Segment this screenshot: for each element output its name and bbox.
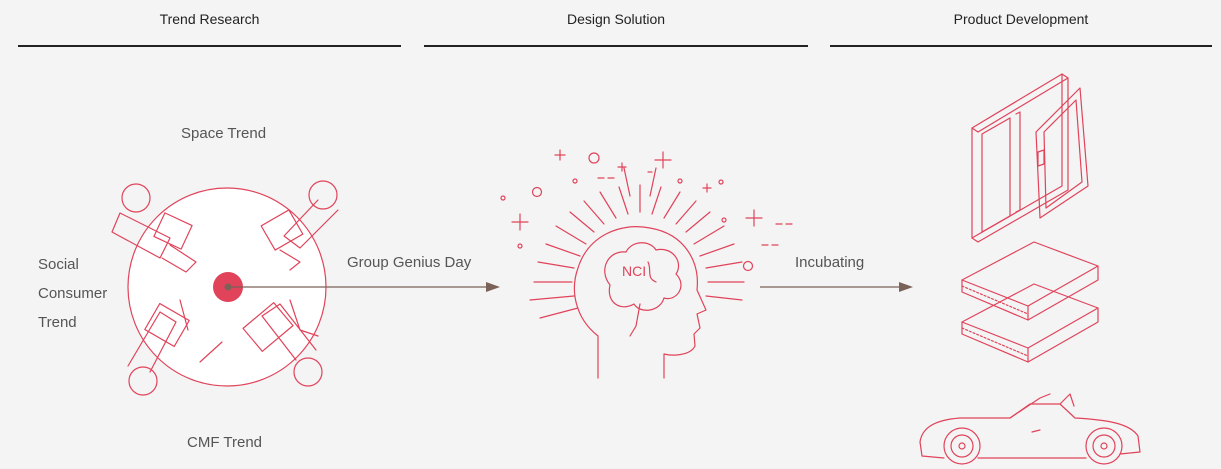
space-trend-label: Space Trend (181, 125, 267, 142)
label-line: Consumer (38, 285, 108, 302)
stage-rule (830, 45, 1212, 47)
group-genius-arrow (224, 282, 500, 292)
person-icon (127, 299, 190, 396)
nci-label: NCI (622, 263, 647, 279)
stage-design-solution: Design Solution (424, 0, 808, 48)
stage-title: Product Development (953, 11, 1089, 27)
idea-rays (529, 167, 745, 319)
social-consumer-trend-label: Social Consumer Trend (38, 250, 107, 337)
stage-product-development: Product Development (830, 0, 1212, 48)
stage-rule (424, 45, 808, 47)
label-line: Social (38, 256, 79, 273)
sparkle-icons (500, 149, 793, 272)
incubating-label: Incubating (795, 254, 865, 271)
pen-icon (199, 341, 223, 363)
stage-title: Design Solution (566, 11, 666, 27)
incubating-arrow (760, 282, 913, 292)
label-line: Trend (38, 314, 77, 331)
stage-title: Trend Research (159, 11, 260, 27)
person-icon (242, 299, 323, 387)
head-brain-illustration (500, 149, 793, 379)
group-genius-day-label: Group Genius Day (347, 254, 472, 271)
stage-rule (18, 45, 401, 47)
cmf-trend-label: CMF Trend (187, 434, 263, 451)
person-icon (260, 180, 339, 271)
person-icon (111, 183, 197, 273)
stage-trend-research: Trend Research (18, 0, 401, 48)
panel-boards-icon (961, 241, 1099, 363)
car-icon (919, 393, 1141, 465)
window-icon (971, 73, 1089, 243)
